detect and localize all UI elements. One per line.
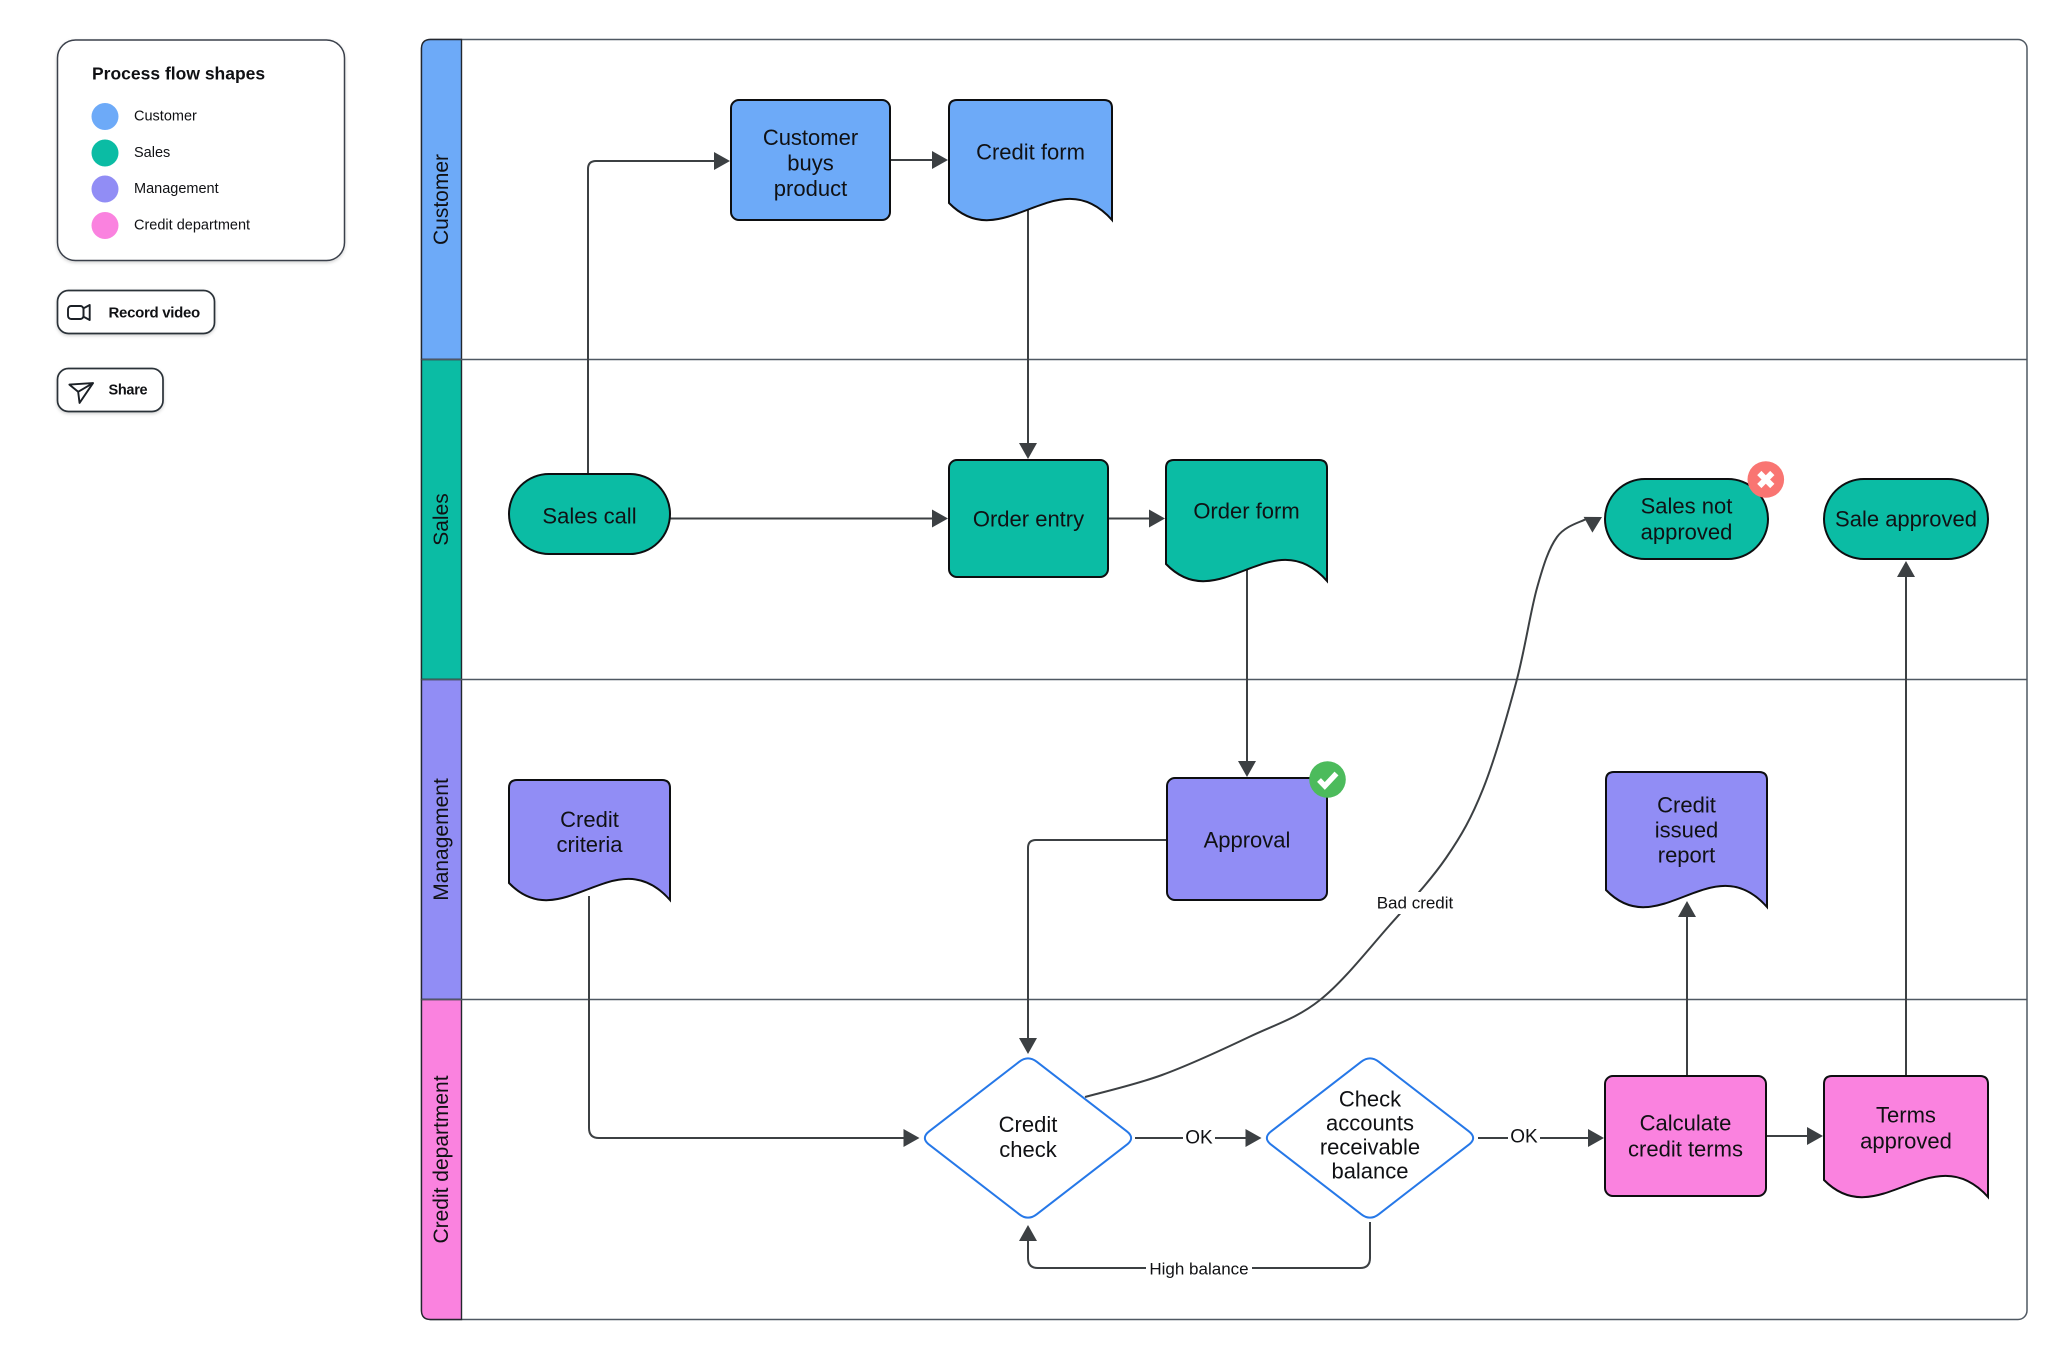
svg-text:Customer: Customer — [430, 154, 453, 245]
svg-text:Calculate: Calculate — [1640, 1111, 1732, 1136]
svg-text:check: check — [999, 1137, 1057, 1162]
svg-text:OK: OK — [1510, 1127, 1538, 1148]
svg-text:accounts: accounts — [1326, 1111, 1414, 1136]
svg-text:Sales call: Sales call — [542, 504, 636, 529]
svg-text:product: product — [774, 176, 847, 201]
svg-text:Credit department: Credit department — [134, 218, 250, 234]
svg-text:Check: Check — [1339, 1087, 1402, 1112]
svg-text:Order entry: Order entry — [973, 507, 1084, 532]
svg-text:Process flow shapes: Process flow shapes — [92, 64, 265, 84]
svg-text:Sales not: Sales not — [1641, 494, 1733, 519]
svg-text:Management: Management — [134, 181, 219, 197]
svg-text:Order form: Order form — [1193, 499, 1299, 524]
svg-text:Credit department: Credit department — [430, 1075, 453, 1243]
svg-text:issued: issued — [1655, 818, 1719, 843]
svg-text:Customer: Customer — [134, 109, 197, 125]
svg-text:Sale approved: Sale approved — [1835, 507, 1977, 532]
svg-text:Sales: Sales — [134, 145, 170, 161]
svg-text:approved: approved — [1860, 1128, 1952, 1153]
svg-text:Credit: Credit — [1657, 793, 1716, 818]
svg-text:Management: Management — [430, 778, 453, 901]
svg-text:Share: Share — [109, 382, 148, 398]
svg-text:Terms: Terms — [1876, 1103, 1936, 1128]
svg-text:Approval: Approval — [1204, 828, 1291, 853]
svg-text:receivable: receivable — [1320, 1135, 1420, 1160]
svg-text:approved: approved — [1641, 520, 1733, 545]
svg-text:Credit: Credit — [560, 807, 619, 832]
svg-text:OK: OK — [1185, 1128, 1213, 1149]
svg-text:Record video: Record video — [109, 304, 201, 321]
svg-text:Customer: Customer — [763, 125, 858, 150]
svg-text:balance: balance — [1331, 1159, 1408, 1184]
svg-text:report: report — [1658, 843, 1715, 868]
svg-text:credit terms: credit terms — [1628, 1137, 1743, 1162]
svg-text:criteria: criteria — [556, 832, 623, 857]
svg-text:Sales: Sales — [430, 493, 453, 546]
svg-text:Bad credit: Bad credit — [1377, 894, 1454, 913]
svg-text:Credit: Credit — [999, 1112, 1058, 1137]
svg-text:Credit form: Credit form — [976, 140, 1085, 165]
svg-text:buys: buys — [787, 151, 833, 176]
svg-text:High balance: High balance — [1149, 1260, 1248, 1279]
